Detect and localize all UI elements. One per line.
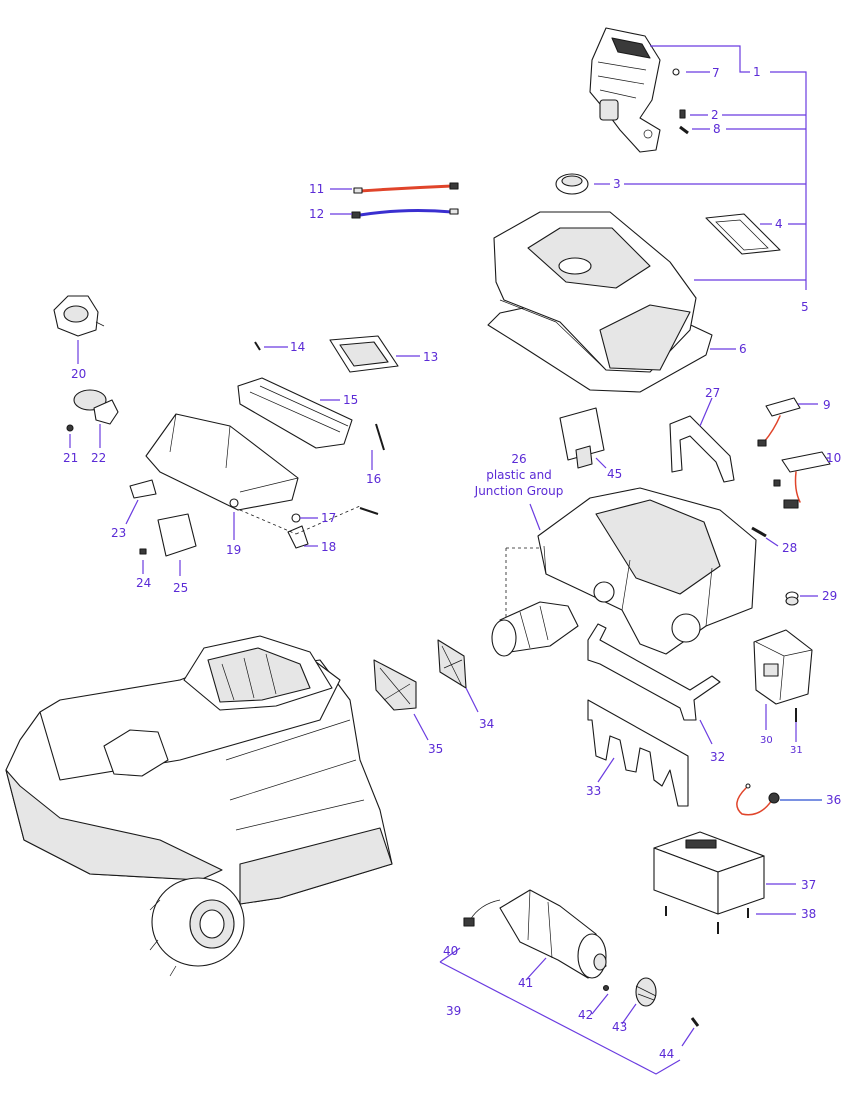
part-filter-34 xyxy=(437,639,467,689)
callout-42: 42 xyxy=(578,1008,594,1022)
callout-25: 25 xyxy=(173,581,189,595)
part-board-9 xyxy=(757,397,801,447)
callout-45: 45 xyxy=(607,467,623,481)
part-control-box xyxy=(753,629,813,722)
group-26-line2: Junction Group xyxy=(474,484,564,498)
callout-2: 2 xyxy=(711,108,719,122)
callout-11: 11 xyxy=(309,182,325,196)
callout-39: 39 xyxy=(446,1004,462,1018)
group-26-number: 26 xyxy=(511,452,527,466)
callout-38: 38 xyxy=(801,907,817,921)
part-fastener-29 xyxy=(785,591,799,606)
part-motor-left xyxy=(491,601,579,657)
callout-19: 19 xyxy=(226,543,242,557)
group-26-label: 26 plastic and Junction Group xyxy=(475,451,564,499)
part-gasket-frame xyxy=(705,213,781,255)
part-sensor-bracket xyxy=(53,295,105,337)
part-small-items-left xyxy=(129,423,385,557)
leader-lines xyxy=(69,45,830,1075)
part-carry-handle xyxy=(669,415,767,538)
part-bracket-32 xyxy=(587,623,721,721)
part-sensor-36 xyxy=(736,783,780,816)
callout-9: 9 xyxy=(823,398,831,412)
callout-35: 35 xyxy=(428,742,444,756)
callout-20: 20 xyxy=(71,367,87,381)
callout-27: 27 xyxy=(705,386,721,400)
part-wire-red xyxy=(353,182,459,194)
callout-3: 3 xyxy=(613,177,621,191)
part-chassis xyxy=(505,487,757,655)
callout-10: 10 xyxy=(826,451,842,465)
assembled-mower xyxy=(5,635,393,977)
part-filter-35 xyxy=(373,659,417,711)
callout-34: 34 xyxy=(479,717,495,731)
callout-23: 23 xyxy=(111,526,127,540)
part-small-fasteners-top xyxy=(672,68,689,135)
callout-8: 8 xyxy=(713,122,721,136)
callout-36: 36 xyxy=(826,793,842,807)
callout-30: 30 xyxy=(760,735,773,746)
callout-32: 32 xyxy=(710,750,726,764)
part-board-10 xyxy=(773,451,831,509)
callout-33: 33 xyxy=(586,784,602,798)
callout-13: 13 xyxy=(423,350,439,364)
callout-17: 17 xyxy=(321,511,337,525)
callout-21: 21 xyxy=(63,451,79,465)
callout-29: 29 xyxy=(822,589,838,603)
callout-31: 31 xyxy=(790,745,803,756)
part-bracket-33 xyxy=(587,699,689,807)
part-small-cover xyxy=(559,407,605,469)
callout-14: 14 xyxy=(290,340,306,354)
part-knob-hinge xyxy=(66,389,119,432)
callout-22: 22 xyxy=(91,451,107,465)
callout-43: 43 xyxy=(612,1020,628,1034)
callout-16: 16 xyxy=(366,472,382,486)
callout-28: 28 xyxy=(782,541,798,555)
callout-40: 40 xyxy=(443,944,459,958)
callout-24: 24 xyxy=(136,576,152,590)
part-display-panel xyxy=(254,335,399,373)
callout-1: 1 xyxy=(753,65,761,79)
callout-12: 12 xyxy=(309,207,325,221)
part-battery xyxy=(653,831,765,934)
part-electronics-tray xyxy=(145,377,353,511)
callout-37: 37 xyxy=(801,878,817,892)
part-gear-and-screws xyxy=(602,977,700,1027)
callout-15: 15 xyxy=(343,393,359,407)
part-round-cap xyxy=(555,173,589,195)
part-wire-blue xyxy=(351,208,459,219)
callout-7: 7 xyxy=(712,66,720,80)
callout-18: 18 xyxy=(321,540,337,554)
callout-4: 4 xyxy=(775,217,783,231)
part-connector-clip xyxy=(239,505,379,549)
part-top-cover xyxy=(487,211,713,393)
callout-5: 5 xyxy=(801,300,809,314)
group-26-line1: plastic and xyxy=(486,468,552,482)
callout-6: 6 xyxy=(739,342,747,356)
callout-41: 41 xyxy=(518,976,534,990)
callout-44: 44 xyxy=(659,1047,675,1061)
part-drive-motor xyxy=(463,889,607,979)
part-rear-handle xyxy=(589,27,661,153)
